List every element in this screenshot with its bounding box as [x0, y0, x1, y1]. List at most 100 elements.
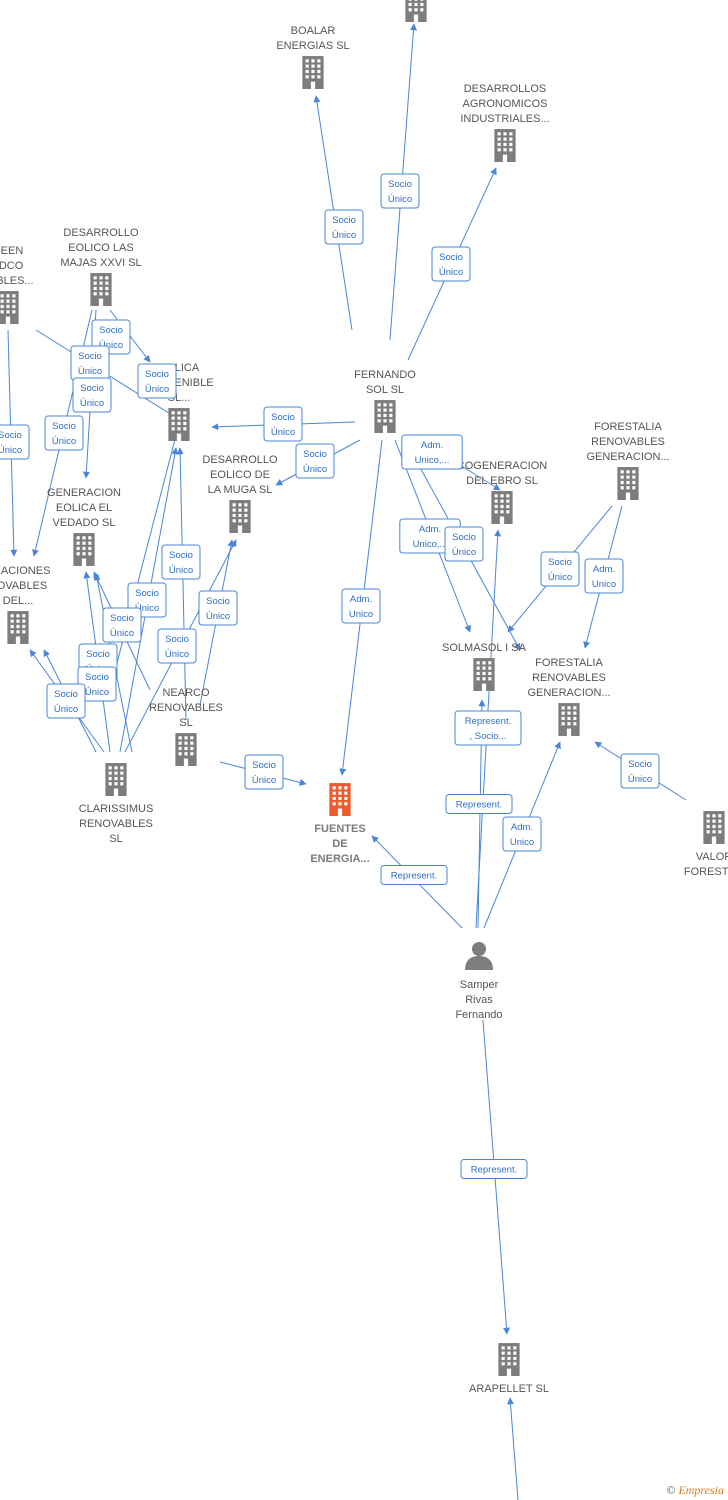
edge-label-text: Adm.: [421, 440, 443, 451]
edge-label-text: Socio: [145, 369, 169, 380]
node-label-line: DEL EBRO SL: [466, 475, 538, 487]
edge-label-text: Único: [110, 628, 134, 639]
edge-label-l26: Represent., Socio...: [454, 710, 522, 746]
edge-label-text: Socio: [78, 351, 102, 362]
node-forestalia1[interactable]: FORESTALIA RENOVABLES GENERACION...: [586, 421, 670, 500]
edge-label-text: Socio: [85, 672, 109, 683]
node-label-line: EOLICO LAS: [68, 242, 133, 254]
edge-label-text: Único: [135, 603, 159, 614]
edge-label-box: [401, 434, 463, 470]
node-label-line: ARAPELLET SL: [469, 1383, 549, 1395]
node-fuentes[interactable]: FUENTESDEENERGIA...: [310, 783, 370, 865]
person-icon: [465, 942, 493, 970]
edge-label-text: Socio: [110, 613, 134, 624]
edge-label-text: Único: [439, 267, 463, 278]
node-label-line: RENOVABLES: [591, 436, 665, 448]
edge-label-text: Único: [388, 194, 412, 205]
node-label-line: GENERACION: [47, 487, 121, 499]
edge-label-text: Adm.: [511, 822, 533, 833]
edge-label-text: Único: [206, 611, 230, 622]
edge-label-box: [444, 526, 484, 562]
building-icon: [7, 611, 29, 644]
edge-label-text: Único: [271, 427, 295, 438]
edge-label-text: Único: [252, 775, 276, 786]
edge-label-text: Único: [0, 445, 22, 456]
footer-brand: © Empresia: [666, 1483, 724, 1498]
node-solmasol[interactable]: SOLMASOL I SA: [442, 642, 527, 691]
node-label-line: FORESTALIA: [594, 421, 662, 433]
edge-label-text: Unico: [510, 837, 534, 848]
node-green[interactable]: REENLDCOVABLES...: [0, 245, 34, 324]
edge-label-text: Unico: [592, 579, 616, 590]
edge-label-text: Socio: [439, 252, 463, 263]
node-label-line: SOLMASOL I SA: [442, 642, 527, 654]
node-label-line: ENERGIAS SL: [276, 40, 349, 52]
building-icon: [494, 129, 516, 162]
node-arapellet[interactable]: ARAPELLET SL: [469, 1343, 549, 1395]
edge-31: [176, 447, 187, 721]
edge-label-text: Socio: [271, 412, 295, 423]
node-label-line: FUENTES: [314, 823, 365, 835]
edge-label-box: [263, 406, 303, 442]
building-icon: [374, 400, 396, 433]
node-label-line: VALOR: [696, 851, 728, 863]
edge-label-text: Unico: [349, 609, 373, 620]
edge-label-text: , Socio...: [470, 731, 507, 742]
edge-label-text: Socio: [206, 596, 230, 607]
node-label-line: Fernando: [455, 1009, 502, 1021]
node-label-line: FORESTA...: [684, 866, 728, 878]
focus-building-icon: [329, 783, 351, 816]
building-icon: [73, 533, 95, 566]
edge-label-text: Único: [52, 436, 76, 447]
node-generaciones[interactable]: ERACIONESNOVABLESDEL...: [0, 565, 50, 644]
edge-label-box: [161, 544, 201, 580]
node-label-line: GENERACION...: [586, 451, 669, 463]
edge-label-l28: Adm. Unico: [502, 816, 542, 852]
node-desagro[interactable]: DESARROLLOSAGRONOMICOSINDUSTRIALES...: [460, 83, 550, 162]
building-icon: [498, 1343, 520, 1376]
edge-label-box: [198, 590, 238, 626]
edge-label-box: [380, 865, 448, 885]
node-label-line: REEN: [0, 245, 23, 257]
edge-label-text: Único: [303, 464, 327, 475]
edge-label-text: Unico,...: [413, 539, 448, 550]
edge-label-text: Socio: [135, 588, 159, 599]
edge-label-text: Socio: [99, 325, 123, 336]
node-top[interactable]: [405, 0, 427, 22]
node-label-line: RENOVABLES: [149, 702, 223, 714]
edge-label-text: Socio: [52, 421, 76, 432]
edge-label-box: [502, 816, 542, 852]
building-icon: [617, 467, 639, 500]
edge-18: [507, 1397, 519, 1500]
node-label-line: ERACIONES: [0, 565, 50, 577]
node-label-line: SL: [109, 833, 122, 845]
building-icon: [302, 56, 324, 89]
edge-label-text: Único: [169, 565, 193, 576]
edge-label-text: Socio: [303, 449, 327, 460]
edge-label-text: Adm.: [419, 524, 441, 535]
edge-label-box: [620, 753, 660, 789]
edge-label-text: Socio: [332, 215, 356, 226]
node-label-line: CLARISSIMUS: [79, 803, 154, 815]
node-valor[interactable]: VALOR FORESTA...: [684, 811, 728, 878]
edge-label-text: Socio: [628, 759, 652, 770]
node-forestalia2[interactable]: FORESTALIARENOVABLESGENERACION...: [527, 657, 611, 736]
